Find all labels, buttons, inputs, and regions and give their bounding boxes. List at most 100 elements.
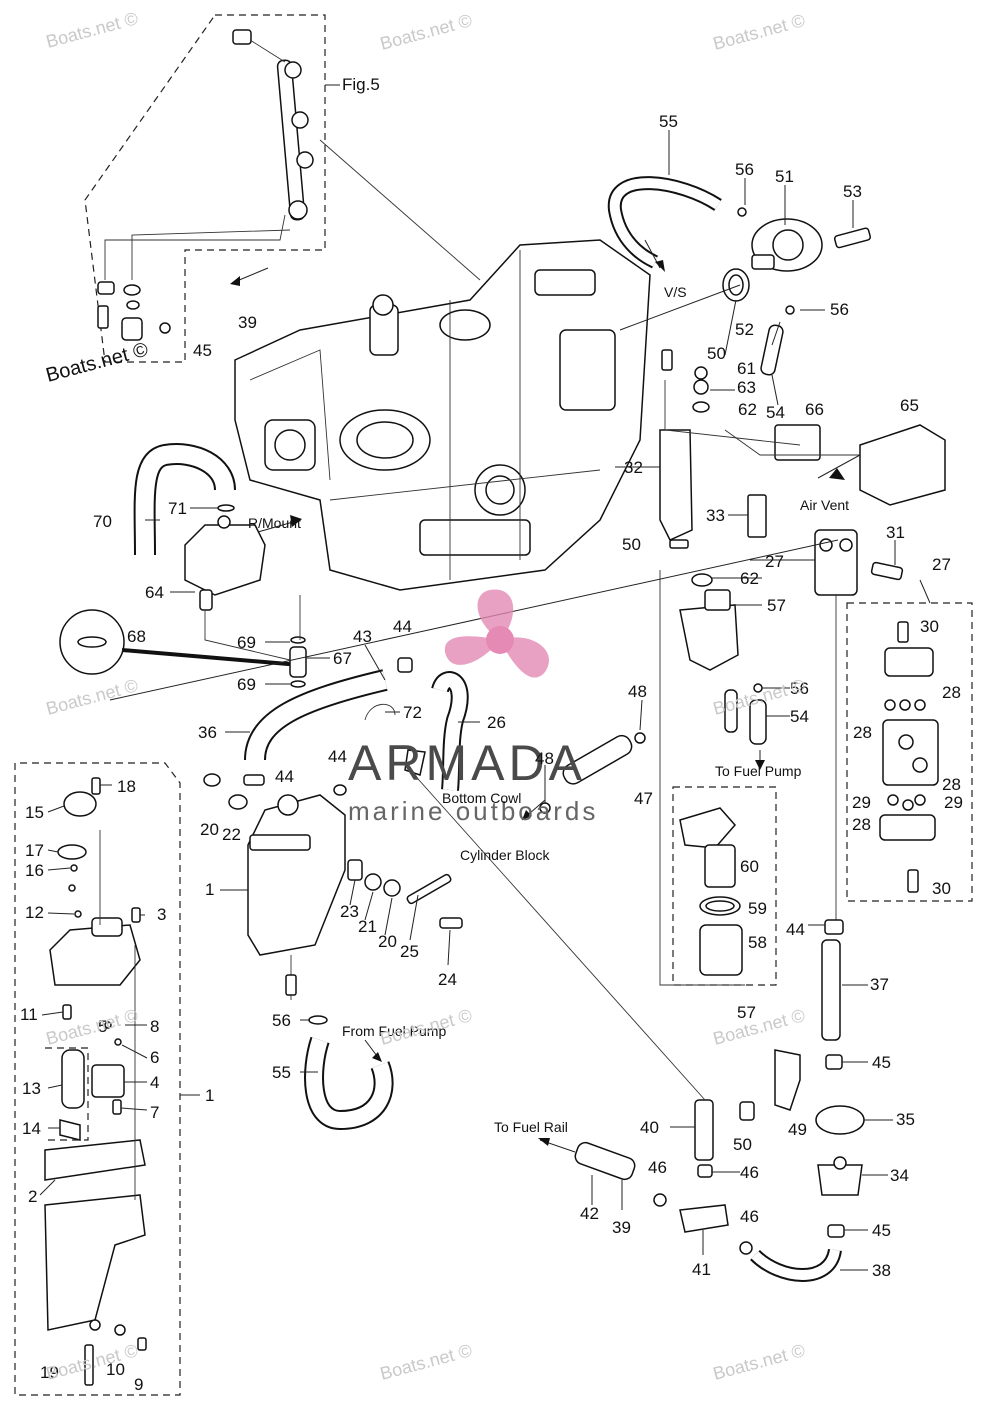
label-2: 2 [28, 1187, 37, 1206]
leader-lines [39, 130, 896, 1271]
label-33: 33 [706, 506, 725, 525]
flow-annotations: V/S Air Vent R/Mount To Fuel Pump Bottom… [248, 284, 849, 1135]
part-labels: Fig.5 1 1 2 3 4 5 6 7 8 9 10 11 12 13 14… [20, 75, 963, 1394]
label-44: 44 [786, 920, 805, 939]
label-64: 64 [145, 583, 164, 602]
label-51: 51 [775, 167, 794, 186]
label-56: 56 [830, 300, 849, 319]
label-58: 58 [748, 933, 767, 952]
annotation-cylinder-block: Cylinder Block [460, 847, 550, 863]
label-44: 44 [328, 747, 347, 766]
label-25: 25 [400, 942, 419, 961]
label-66: 66 [805, 400, 824, 419]
label-57: 57 [737, 1003, 756, 1022]
label-27: 27 [932, 555, 951, 574]
brand-tagline: marine outboards [348, 796, 598, 826]
watermark: Boats.net © [711, 1340, 807, 1384]
label-56: 56 [790, 679, 809, 698]
label-5: 5 [98, 1017, 107, 1036]
hose-group-right [409, 769, 865, 1282]
label-21: 21 [358, 917, 377, 936]
label-30: 30 [920, 617, 939, 636]
brand-logo: ARMADA marine outboards [348, 589, 598, 826]
label-59: 59 [748, 899, 767, 918]
label-28: 28 [942, 683, 961, 702]
label-28: 28 [853, 723, 872, 742]
label-41: 41 [692, 1260, 711, 1279]
label-19: 19 [40, 1363, 59, 1382]
label-24: 24 [438, 970, 457, 989]
watermark: Boats.net © [711, 1005, 807, 1049]
label-1: 1 [205, 880, 214, 899]
label-46: 46 [740, 1163, 759, 1182]
label-39: 39 [612, 1218, 631, 1237]
label-32: 32 [624, 458, 643, 477]
label-4: 4 [150, 1073, 159, 1092]
label-53: 53 [843, 182, 862, 201]
annotation-bottom-cowl: Bottom Cowl [442, 790, 521, 806]
label-38: 38 [872, 1261, 891, 1280]
watermark: Boats.net © [44, 8, 140, 52]
label-26: 26 [487, 713, 506, 732]
label-45: 45 [872, 1053, 891, 1072]
label-28: 28 [942, 775, 961, 794]
label-56: 56 [272, 1011, 291, 1030]
label-23: 23 [340, 902, 359, 921]
label-48: 48 [628, 682, 647, 701]
label-44: 44 [275, 767, 294, 786]
label-28: 28 [852, 815, 871, 834]
label-50: 50 [733, 1135, 752, 1154]
label-46: 46 [648, 1158, 667, 1177]
mount-group [59, 443, 839, 701]
label-56: 56 [735, 160, 754, 179]
label-55: 55 [272, 1063, 291, 1082]
watermark: Boats.net © [378, 10, 474, 54]
label-13: 13 [22, 1079, 41, 1098]
label-60: 60 [740, 857, 759, 876]
vapor-separator-body [203, 773, 463, 1131]
label-54: 54 [790, 707, 809, 726]
label-61: 61 [737, 359, 756, 378]
watermark: Boats.net © [711, 10, 807, 54]
label-48: 48 [535, 749, 554, 768]
label-22: 22 [222, 825, 241, 844]
flow-arrows [230, 239, 861, 1153]
label-11: 11 [20, 1005, 38, 1024]
label-40: 40 [640, 1118, 659, 1137]
label-15: 15 [25, 803, 44, 822]
label-70: 70 [93, 512, 112, 531]
label-1: 1 [205, 1086, 214, 1105]
annotation-r-mount: R/Mount [248, 515, 301, 531]
label-9: 9 [134, 1375, 143, 1394]
label-14: 14 [22, 1119, 41, 1138]
watermark: Boats.net © [378, 1005, 474, 1049]
label-44: 44 [393, 617, 412, 636]
detail-box-57 [659, 570, 777, 986]
annotation-from-fuel-pump: From Fuel Pump [342, 1023, 446, 1039]
label-50: 50 [707, 344, 726, 363]
detail-box-1 [14, 762, 200, 1396]
vapor-separator-assembly [679, 529, 904, 920]
bracket-group [659, 349, 946, 549]
detail-box-27 [846, 579, 973, 902]
label-65: 65 [900, 396, 919, 415]
label-6: 6 [150, 1048, 159, 1067]
label-35: 35 [896, 1110, 915, 1129]
fig5-callout [84, 14, 481, 363]
label-69: 69 [237, 633, 256, 652]
label-30: 30 [932, 879, 951, 898]
label-46: 46 [740, 1207, 759, 1226]
label-54: 54 [766, 403, 785, 422]
label-29: 29 [852, 793, 871, 812]
label-29: 29 [944, 793, 963, 812]
label-20: 20 [200, 820, 219, 839]
label-8: 8 [150, 1017, 159, 1036]
watermark: Boats.net © [44, 675, 140, 719]
label-17: 17 [25, 841, 44, 860]
label-42: 42 [580, 1204, 599, 1223]
label-47: 47 [634, 789, 653, 808]
label-45: 45 [193, 341, 212, 360]
brand-name: ARMADA [348, 735, 586, 791]
label-36: 36 [198, 723, 217, 742]
